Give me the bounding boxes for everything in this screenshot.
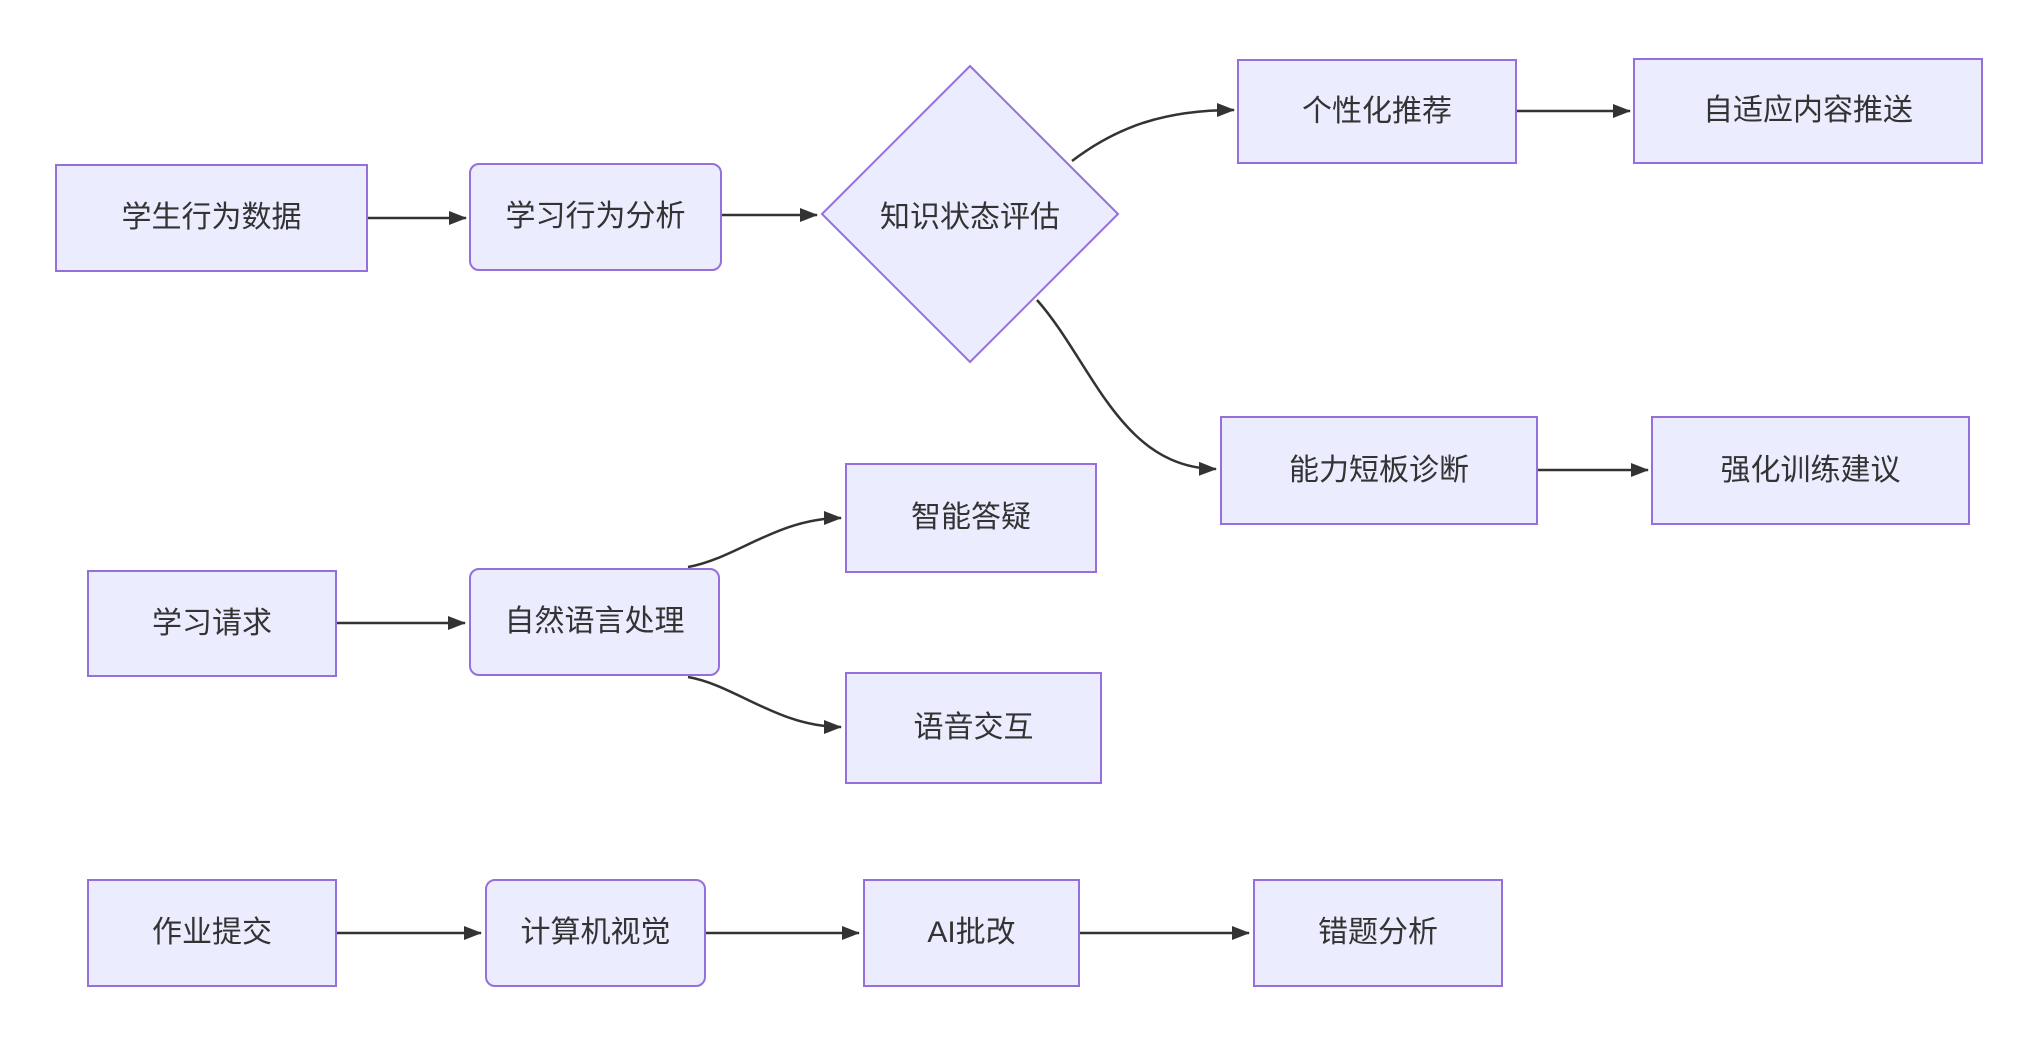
node-natural-language-processing: 自然语言处理 [469,568,720,676]
node-learning-behavior-analysis: 学习行为分析 [469,163,722,271]
node-ability-gap-diagnosis: 能力短板诊断 [1220,416,1538,525]
node-personalized-recommendation: 个性化推荐 [1237,59,1517,164]
node-ai-grading: AI批改 [863,879,1080,987]
node-intelligent-qa: 智能答疑 [845,463,1097,573]
node-homework-submission: 作业提交 [87,879,337,987]
node-computer-vision: 计算机视觉 [485,879,706,987]
node-adaptive-content-push: 自适应内容推送 [1633,58,1983,164]
node-learning-request: 学习请求 [87,570,337,677]
node-wrong-question-analysis: 错题分析 [1253,879,1503,987]
node-reinforcement-training-advice: 强化训练建议 [1651,416,1970,525]
edge-nlp-to-qa [687,511,842,569]
node-student-behavior-data: 学生行为数据 [55,164,368,272]
node-voice-interaction: 语音交互 [845,672,1102,784]
edge-nlp-to-voice [687,675,842,734]
knowledge-state-assessment-shape [820,64,1120,364]
edge-assessment-to-recommendation [1071,103,1235,162]
node-knowledge-state-assessment: 知识状态评估 [880,201,1060,234]
edge-assessment-to-gap-diagnosis [1036,299,1217,476]
